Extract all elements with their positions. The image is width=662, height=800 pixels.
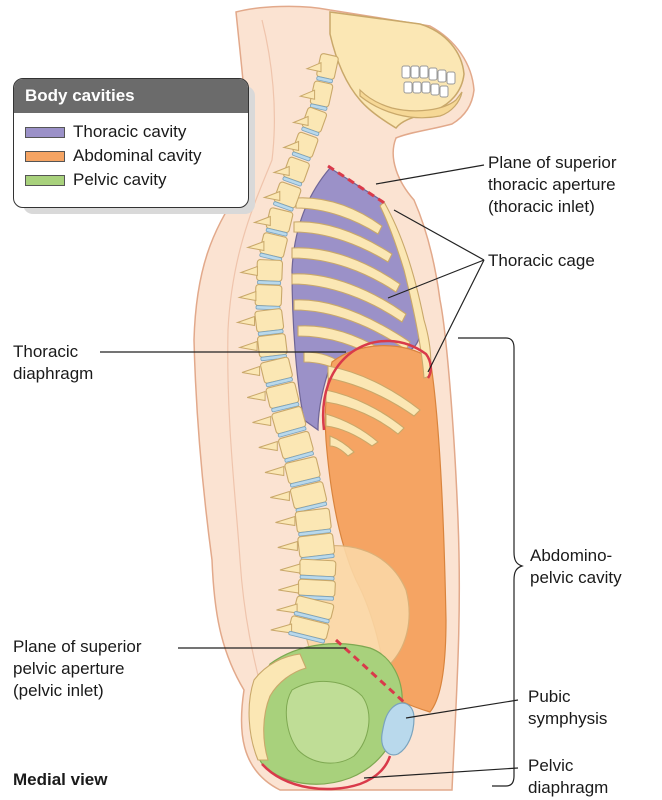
label-line: Thoracic cage (488, 250, 595, 272)
abdominopelvic-bracket (458, 338, 522, 786)
label-thoracic-cage: Thoracic cage (488, 250, 595, 272)
legend-item-abdominal: Abdominal cavity (14, 144, 248, 168)
label-line: Pubic (528, 686, 607, 708)
legend-item-thoracic: Thoracic cavity (14, 120, 248, 144)
label-superior-pelvic-aperture: Plane of superior pelvic aperture (pelvi… (13, 636, 142, 702)
label-pubic-symphysis: Pubic symphysis (528, 686, 607, 730)
label-line: pelvic cavity (530, 567, 622, 589)
label-pelvic-diaphragm: Pelvic diaphragm (528, 755, 608, 799)
legend-rows: Thoracic cavity Abdominal cavity Pelvic … (14, 113, 248, 192)
label-line: Thoracic (13, 341, 93, 363)
label-line: diaphragm (528, 777, 608, 799)
legend: Body cavities Thoracic cavity Abdominal … (13, 78, 249, 208)
label-line: diaphragm (13, 363, 93, 385)
vertebra (298, 579, 336, 597)
pelvic-inner-region (286, 681, 369, 763)
label-abdominopelvic-cavity: Abdomino- pelvic cavity (530, 545, 622, 589)
label-line: (thoracic inlet) (488, 196, 617, 218)
vertebra (257, 333, 287, 357)
legend-swatch-pelvic (25, 175, 65, 186)
label-line: pelvic aperture (13, 658, 142, 680)
label-line: Plane of superior (13, 636, 142, 658)
legend-label: Thoracic cavity (73, 122, 186, 142)
legend-label: Pelvic cavity (73, 170, 167, 190)
label-line: (pelvic inlet) (13, 680, 142, 702)
label-line: Pelvic (528, 755, 608, 777)
legend-swatch-thoracic (25, 127, 65, 138)
vertebra (257, 259, 283, 281)
vertebra (255, 308, 284, 332)
legend-box: Body cavities Thoracic cavity Abdominal … (13, 78, 249, 208)
legend-item-pelvic: Pelvic cavity (14, 168, 248, 192)
label-line: symphysis (528, 708, 607, 730)
label-line: Plane of superior (488, 152, 617, 174)
vertebra (299, 559, 336, 577)
view-caption: Medial view (13, 770, 107, 790)
label-superior-thoracic-aperture: Plane of superior thoracic aperture (tho… (488, 152, 617, 218)
label-thoracic-diaphragm: Thoracic diaphragm (13, 341, 93, 385)
legend-title: Body cavities (14, 79, 248, 113)
legend-swatch-abdominal (25, 151, 65, 162)
vertebra (255, 284, 282, 306)
label-line: Abdomino- (530, 545, 622, 567)
legend-label: Abdominal cavity (73, 146, 202, 166)
label-line: thoracic aperture (488, 174, 617, 196)
